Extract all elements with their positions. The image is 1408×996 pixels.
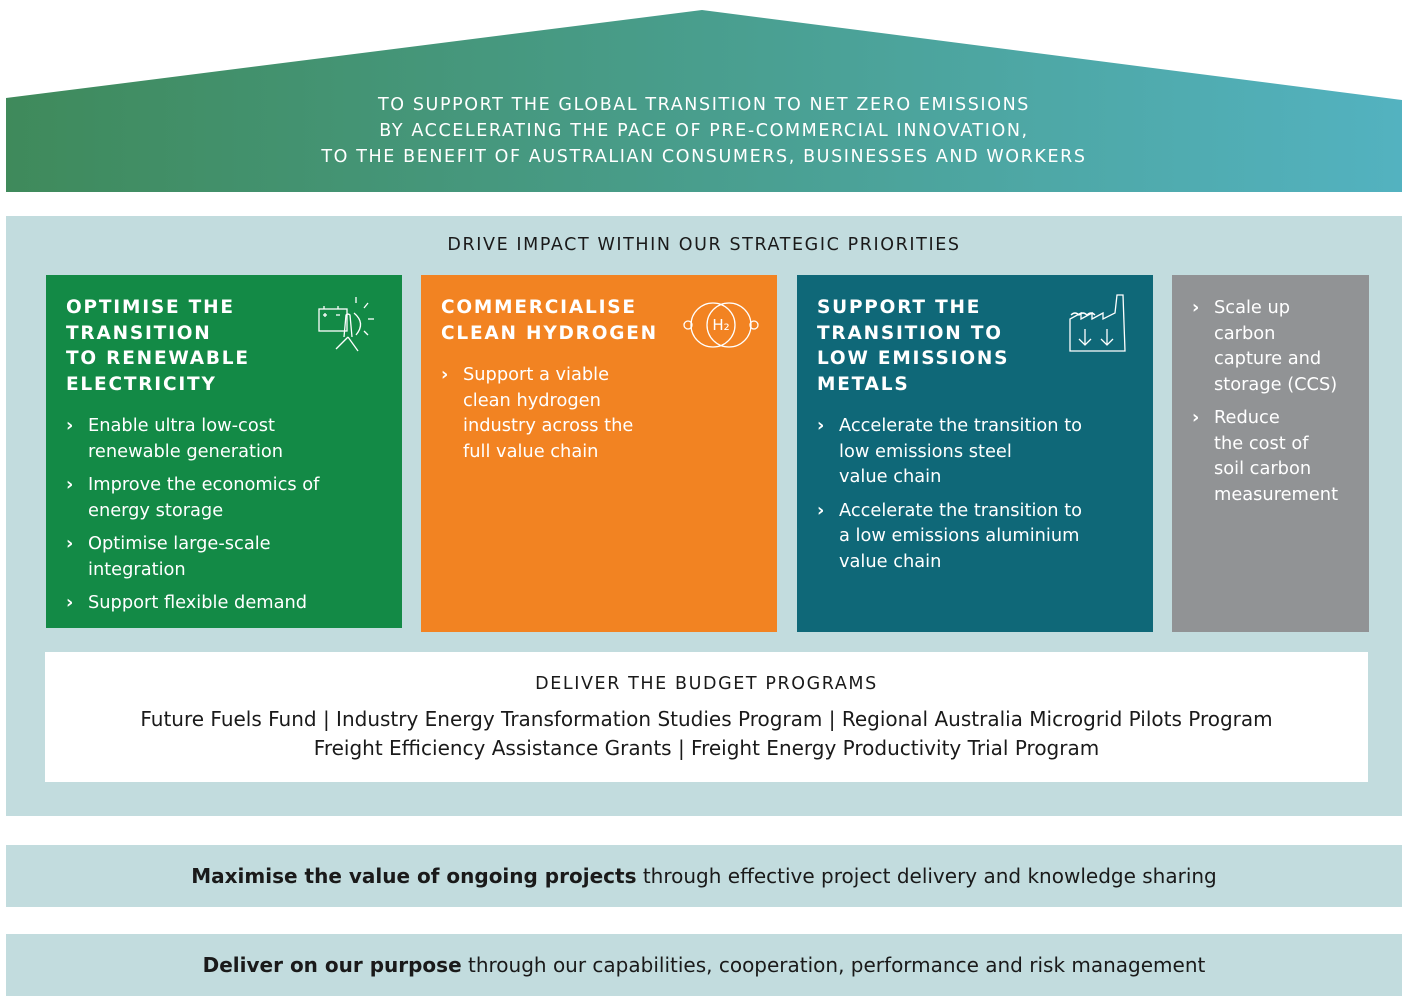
title-line: SUPPORT THE [817, 297, 982, 318]
budget-line: Future Fuels Fund | Industry Energy Tran… [140, 707, 1273, 731]
title-line: ELECTRICITY [66, 373, 217, 395]
bullet-line: storage (CCS) [1214, 373, 1338, 395]
title-line: COMMERCIALISE [441, 297, 637, 318]
budget-line: Freight Efficiency Assistance Grants | F… [313, 736, 1100, 760]
mission-roof: TO SUPPORT THE GLOBAL TRANSITION TO NET … [6, 10, 1402, 192]
priority-bullets: Scale up carbon capture and storage (CCS… [1192, 295, 1351, 507]
budget-program-list: Future Fuels Fund | Industry Energy Tran… [45, 705, 1368, 763]
bullet-item: Support a viable clean hydrogen industry… [441, 362, 759, 464]
bullet-line: Optimise large-scale [88, 533, 271, 554]
budget-programs-box: DELIVER THE BUDGET PROGRAMS Future Fuels… [45, 652, 1368, 782]
bullet-line: Scale up [1214, 297, 1291, 318]
budget-title: DELIVER THE BUDGET PROGRAMS [535, 674, 878, 694]
priority-bullets: Support a viable clean hydrogen industry… [441, 362, 759, 464]
bullet-item: Optimise large-scale integration [66, 531, 384, 582]
bullet-line: Support a viable [463, 364, 610, 385]
title-line: TRANSITION TO [817, 322, 1003, 344]
priority-bullets: Accelerate the transition to low emissio… [817, 413, 1135, 574]
title-line: METALS [817, 373, 910, 395]
bullet-item: Scale up carbon capture and storage (CCS… [1192, 295, 1351, 397]
battery-wind-turbine-icon [318, 297, 374, 352]
priority-renewable-electricity: OPTIMISE THE TRANSITION TO RENEWABLE ELE… [46, 275, 402, 628]
bullet-line: carbon [1214, 322, 1276, 344]
strategic-priorities-panel: DRIVE IMPACT WITHIN OUR STRATEGIC PRIORI… [6, 216, 1402, 816]
mission-statement: TO SUPPORT THE GLOBAL TRANSITION TO NET … [6, 92, 1402, 170]
hydrogen-molecule-icon: H₂ [683, 302, 759, 348]
bullet-line: value chain [839, 466, 942, 487]
band-emphasis: Maximise the value of ongoing projects [191, 864, 637, 888]
bullet-line: capture and [1214, 348, 1322, 369]
bullet-line: industry across the [463, 415, 634, 436]
factory-emissions-icon [1069, 294, 1126, 352]
title-line: TRANSITION [66, 322, 212, 344]
bullet-item: Improve the economics of energy storage [66, 472, 384, 523]
bullet-item: Enable ultra low-cost renewable generati… [66, 413, 384, 464]
bullet-line: clean hydrogen [463, 389, 601, 411]
priority-title: OPTIMISE THE TRANSITION TO RENEWABLE ELE… [66, 295, 301, 397]
priority-title: SUPPORT THE TRANSITION TO LOW EMISSIONS … [817, 295, 1052, 397]
bullet-line: soil carbon [1214, 458, 1312, 479]
ongoing-projects-band: Maximise the value of ongoing projects t… [6, 845, 1402, 907]
mission-line: BY ACCELERATING THE PACE OF PRE-COMMERCI… [379, 121, 1029, 141]
purpose-band: Deliver on our purpose through our capab… [6, 934, 1402, 996]
bullet-line: a low emissions aluminium [839, 525, 1080, 546]
band-text: through effective project delivery and k… [636, 864, 1217, 888]
priority-clean-hydrogen: COMMERCIALISE CLEAN HYDROGEN H₂ Support … [421, 275, 777, 632]
roof-shape [6, 10, 1402, 192]
bullet-line: integration [88, 558, 186, 580]
bullet-item: Accelerate the transition to a low emiss… [817, 498, 1135, 575]
priorities-title: DRIVE IMPACT WITHIN OUR STRATEGIC PRIORI… [447, 235, 961, 255]
bullet-line: Enable ultra low-cost [88, 415, 275, 436]
priority-bullets: Enable ultra low-cost renewable generati… [66, 413, 384, 616]
mission-line: TO SUPPORT THE GLOBAL TRANSITION TO NET … [378, 95, 1030, 115]
bullet-line: the cost of [1214, 432, 1309, 454]
bullet-item: Support flexible demand [66, 590, 384, 616]
bullet-item: Reduce the cost of soil carbon measureme… [1192, 405, 1351, 507]
priority-low-emissions-metals: SUPPORT THE TRANSITION TO LOW EMISSIONS … [797, 275, 1153, 632]
band-emphasis: Deliver on our purpose [202, 953, 462, 977]
bullet-line: energy storage [88, 499, 224, 521]
title-line: CLEAN HYDROGEN [441, 322, 658, 344]
priority-title: COMMERCIALISE CLEAN HYDROGEN [441, 295, 676, 346]
title-line: LOW EMISSIONS [817, 348, 1010, 369]
bullet-line: Reduce [1214, 407, 1280, 428]
bullet-line: Improve the economics of [88, 474, 320, 495]
bullet-line: full value chain [463, 440, 599, 462]
priority-carbon-management: Scale up carbon capture and storage (CCS… [1172, 275, 1369, 632]
mission-line: TO THE BENEFIT OF AUSTRALIAN CONSUMERS, … [321, 147, 1087, 167]
bullet-line: Accelerate the transition to [839, 415, 1083, 436]
bullet-line: Accelerate the transition to [839, 499, 1083, 521]
bullet-line: low emissions steel [839, 440, 1012, 462]
bullet-line: measurement [1214, 483, 1339, 505]
title-line: OPTIMISE THE [66, 297, 235, 318]
bullet-item: Accelerate the transition to low emissio… [817, 413, 1135, 490]
bullet-line: renewable generation [88, 440, 284, 462]
hydrogen-symbol: H₂ [712, 316, 729, 334]
band-text: through our capabilities, cooperation, p… [461, 953, 1206, 977]
title-line: TO RENEWABLE [66, 348, 250, 369]
bullet-line: value chain [839, 550, 942, 572]
bullet-line: Support flexible demand [88, 592, 308, 613]
